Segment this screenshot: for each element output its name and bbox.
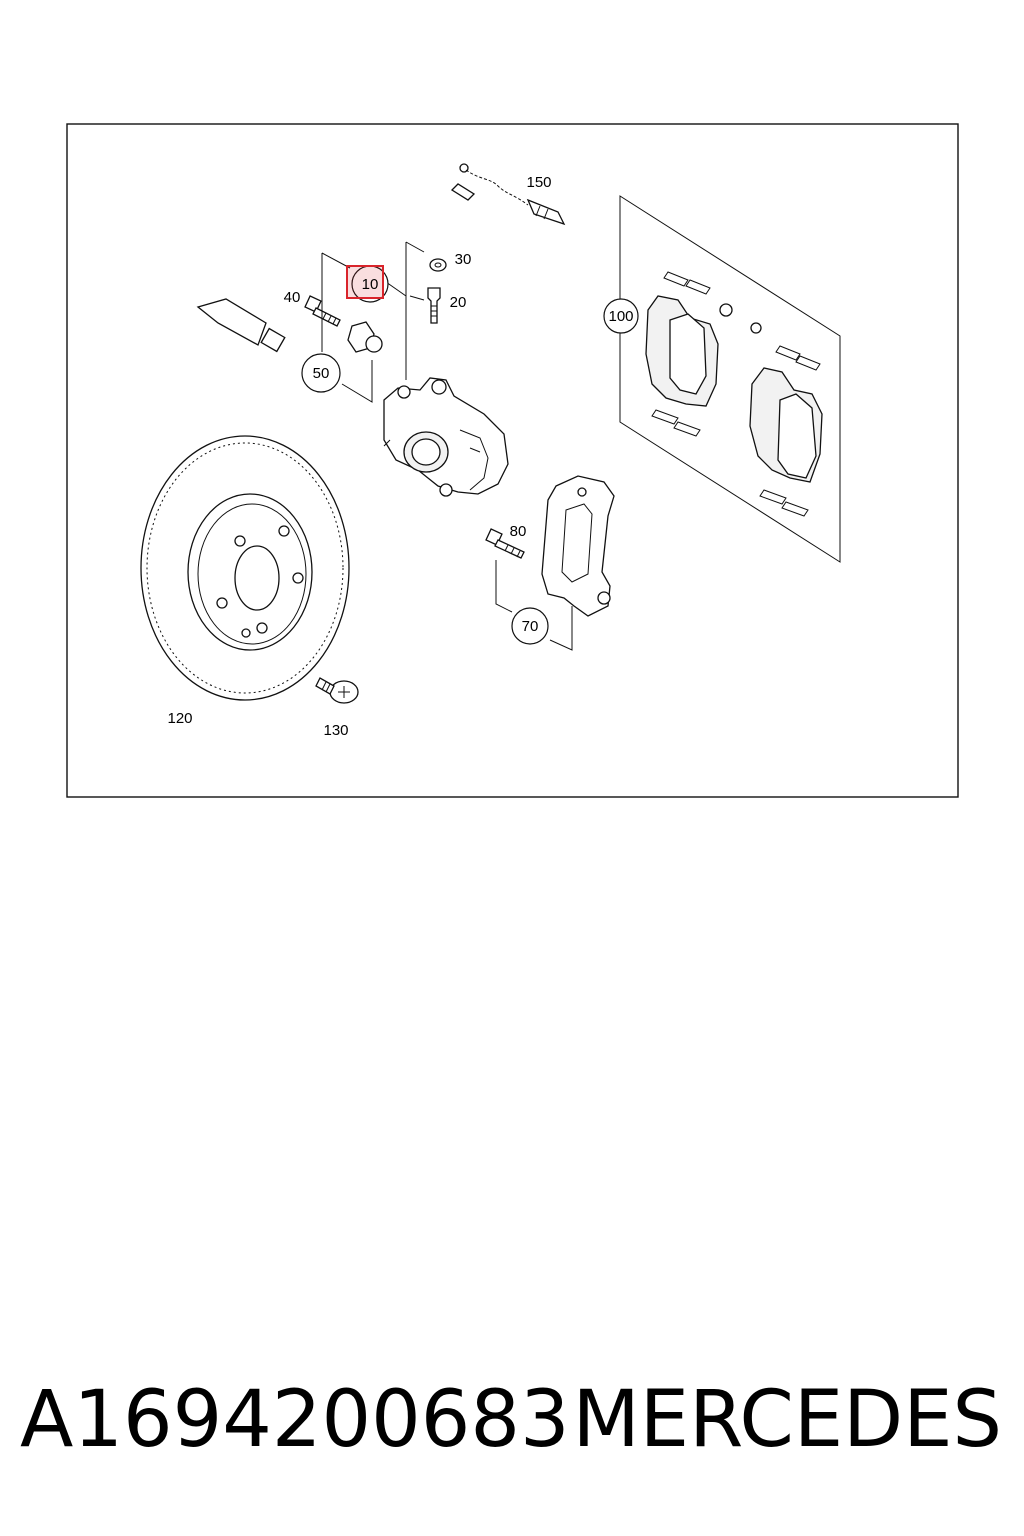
callout-80[interactable]: 80 xyxy=(510,523,527,540)
callout-label: 20 xyxy=(450,294,467,311)
callout-label: 10 xyxy=(362,276,379,293)
callout-circle xyxy=(511,607,549,645)
part-number: A1694200683 xyxy=(20,1375,570,1465)
callout-30[interactable]: 30 xyxy=(455,251,472,268)
callout-40[interactable]: 40 xyxy=(284,289,301,306)
callout-label: 130 xyxy=(323,722,348,739)
callout-label: 70 xyxy=(522,618,539,635)
callout-label: 150 xyxy=(526,174,551,191)
guide-bolt-drawing xyxy=(304,295,341,327)
callout-100[interactable]: 100 xyxy=(603,298,639,334)
callout-150[interactable]: 150 xyxy=(526,174,551,191)
disc-screw-drawing xyxy=(315,677,359,704)
bracket-bolt-drawing xyxy=(485,528,525,559)
guide-boot-drawing xyxy=(347,321,383,353)
caliper-bracket-drawing xyxy=(541,475,615,617)
callout-circle xyxy=(301,353,341,393)
callout-20[interactable]: 20 xyxy=(450,294,467,311)
diagram-frame xyxy=(66,123,959,798)
callout-130[interactable]: 130 xyxy=(323,722,348,739)
callout-label: 40 xyxy=(284,289,301,306)
callout-120[interactable]: 120 xyxy=(167,710,192,727)
callout-label: 50 xyxy=(313,365,330,382)
brake-wear-sensor-drawing xyxy=(450,163,566,226)
callout-label: 120 xyxy=(167,710,192,727)
brake-assembly-diagram: 150 30 10 40 20 100 50 80 70 120 130 xyxy=(66,123,959,798)
callout-label: 100 xyxy=(608,308,633,325)
callout-circle xyxy=(603,298,639,334)
callout-label: 80 xyxy=(510,523,527,540)
brake-disc-drawing xyxy=(140,435,350,701)
bleeder-parts-drawing xyxy=(427,258,447,324)
brake-caliper-drawing xyxy=(383,377,509,497)
brand-name: MERCEDES xyxy=(572,1375,1003,1465)
grease-tube-drawing xyxy=(196,298,286,353)
callout-highlight xyxy=(346,265,384,299)
callout-50[interactable]: 50 xyxy=(301,353,341,393)
callout-70[interactable]: 70 xyxy=(511,607,549,645)
callout-label: 30 xyxy=(455,251,472,268)
brake-pad-set-drawing xyxy=(645,271,823,517)
callout-layer: 150 30 10 40 20 100 50 80 70 120 130 xyxy=(167,174,639,739)
callout-10[interactable]: 10 xyxy=(346,265,389,303)
